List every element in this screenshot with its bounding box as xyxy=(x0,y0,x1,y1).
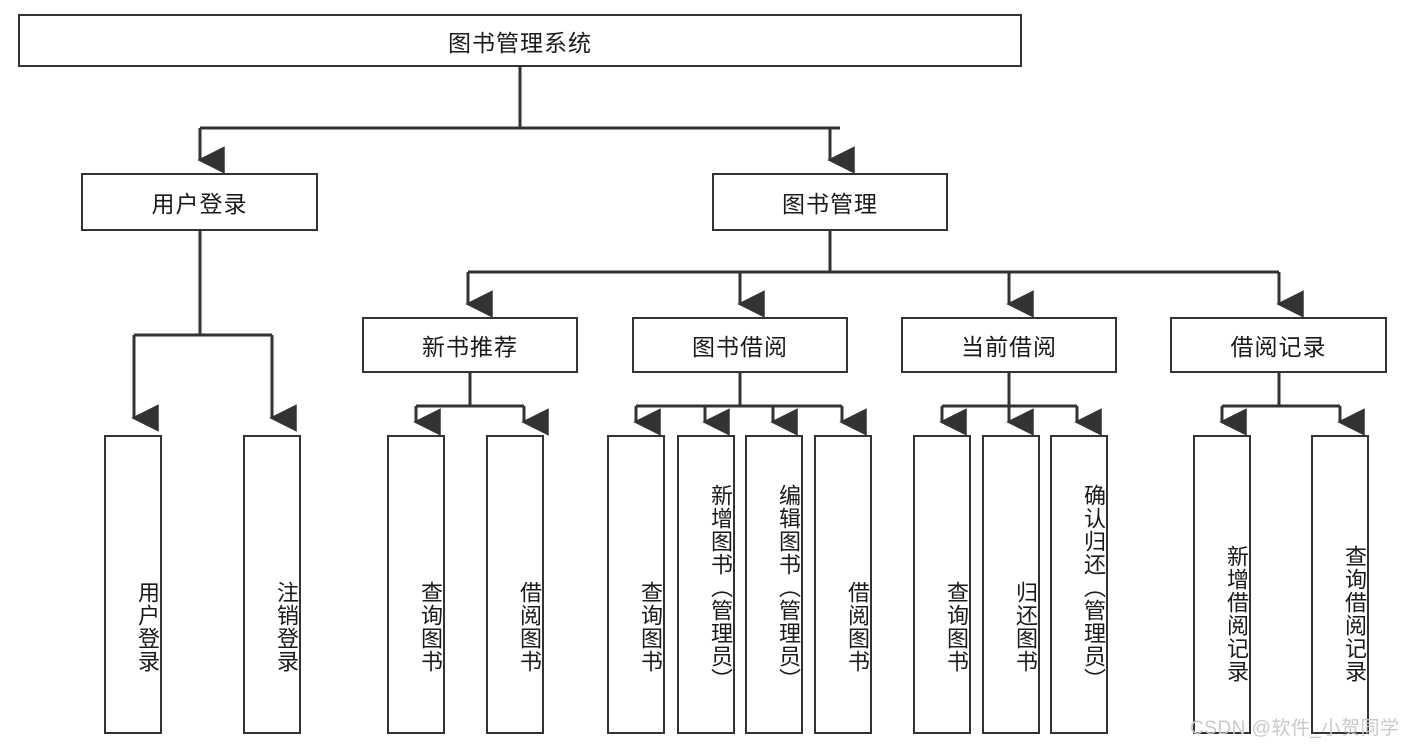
leaf-newbook-borrow[interactable]: 借阅图书 xyxy=(486,435,544,734)
leaf-borrow-edit-book[interactable]: 编辑图书（管理员） xyxy=(745,435,803,734)
leaf-borrow-edit-book-label: 编辑图书（管理员） xyxy=(776,484,801,691)
leaf-newbook-query[interactable]: 查询图书 xyxy=(387,435,445,734)
leaf-newbook-borrow-label: 借阅图书 xyxy=(517,580,542,673)
leaf-current-confirm-return-label: 确认归还（管理员） xyxy=(1081,484,1106,691)
leaf-user-login[interactable]: 用户登录 xyxy=(104,435,162,734)
leaf-user-login-label: 用户登录 xyxy=(135,580,160,673)
node-current-borrow[interactable]: 当前借阅 xyxy=(901,317,1117,373)
node-borrow-record-label: 借阅记录 xyxy=(1230,334,1327,360)
node-book-borrow-label: 图书借阅 xyxy=(692,334,788,360)
node-current-borrow-label: 当前借阅 xyxy=(961,334,1057,360)
leaf-current-query[interactable]: 查询图书 xyxy=(913,435,971,734)
node-book-manage-label: 图书管理 xyxy=(782,191,878,217)
node-new-book-recommend-label: 新书推荐 xyxy=(422,334,518,360)
leaf-borrow-query[interactable]: 查询图书 xyxy=(607,435,665,734)
leaf-user-logout[interactable]: 注销登录 xyxy=(243,435,301,734)
node-book-manage[interactable]: 图书管理 xyxy=(712,173,948,231)
leaf-borrow-add-book-label: 新增图书（管理员） xyxy=(708,484,733,691)
leaf-current-confirm-return[interactable]: 确认归还（管理员） xyxy=(1050,435,1108,734)
node-borrow-record[interactable]: 借阅记录 xyxy=(1170,317,1387,373)
leaf-current-query-label: 查询图书 xyxy=(944,580,969,673)
node-root-label: 图书管理系统 xyxy=(448,29,592,56)
leaf-record-add-label: 新增借阅记录 xyxy=(1224,544,1249,683)
node-new-book-recommend[interactable]: 新书推荐 xyxy=(362,317,578,373)
node-user-login[interactable]: 用户登录 xyxy=(81,173,318,231)
leaf-current-return-label: 归还图书 xyxy=(1013,580,1038,673)
leaf-borrow-borrow-book[interactable]: 借阅图书 xyxy=(814,435,872,734)
watermark: CSDN @软件_小贺同学 xyxy=(1190,718,1400,739)
leaf-newbook-query-label: 查询图书 xyxy=(418,580,443,673)
leaf-record-add[interactable]: 新增借阅记录 xyxy=(1193,435,1251,734)
leaf-borrow-query-label: 查询图书 xyxy=(638,580,663,673)
leaf-record-query[interactable]: 查询借阅记录 xyxy=(1311,435,1369,734)
leaf-record-query-label: 查询借阅记录 xyxy=(1342,544,1367,683)
leaf-user-logout-label: 注销登录 xyxy=(274,580,299,673)
node-root[interactable]: 图书管理系统 xyxy=(18,14,1022,67)
leaf-borrow-borrow-book-label: 借阅图书 xyxy=(845,580,870,673)
node-user-login-label: 用户登录 xyxy=(151,191,248,217)
leaf-borrow-add-book[interactable]: 新增图书（管理员） xyxy=(677,435,735,734)
leaf-current-return[interactable]: 归还图书 xyxy=(982,435,1040,734)
node-book-borrow[interactable]: 图书借阅 xyxy=(632,317,848,373)
